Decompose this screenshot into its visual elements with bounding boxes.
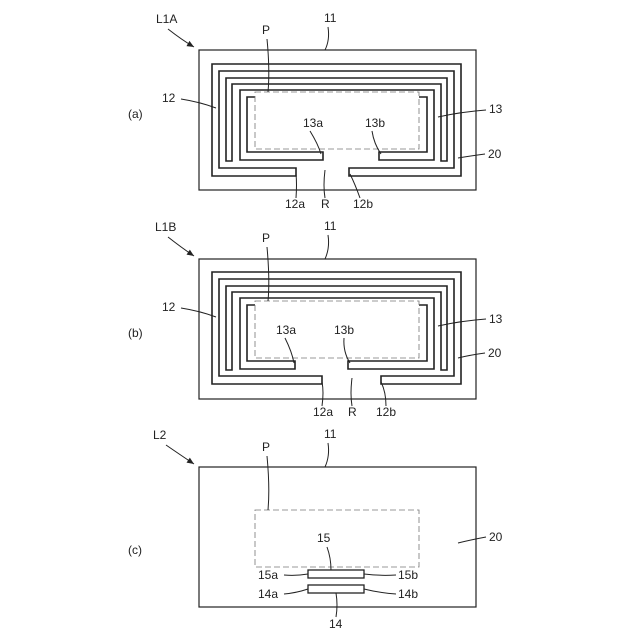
lead-11-c (325, 443, 329, 467)
portion-P-c (255, 510, 419, 567)
lead-12a-a (296, 174, 297, 198)
label-12-a: 12 (162, 91, 176, 105)
label-P-a: P (262, 23, 270, 37)
name-arrow-c (166, 445, 194, 464)
lead-20-c (458, 537, 486, 543)
label-11-a: 11 (324, 11, 337, 25)
panel-b: L1B 11 P 12 (b) 13 20 13a 13b 12a R 12b (128, 219, 503, 419)
label-20-b: 20 (488, 346, 502, 360)
portion-P-a (255, 92, 419, 149)
panel-label-b: (b) (128, 326, 143, 340)
lead-P-c (267, 456, 269, 510)
label-12a-a: 12a (285, 197, 305, 211)
lead-20-b (458, 353, 485, 358)
label-12-b: 12 (162, 300, 176, 314)
label-15: 15 (317, 531, 331, 545)
label-13b-b: 13b (334, 323, 354, 337)
panel-label-c: (c) (128, 543, 142, 557)
lead-14 (336, 593, 337, 617)
conductor-15 (308, 570, 364, 578)
name-arrow-b (168, 237, 194, 256)
label-13b-a: 13b (365, 116, 385, 130)
label-12b-b: 12b (376, 405, 396, 419)
name-label-c: L2 (153, 428, 167, 442)
lead-13-b (438, 319, 486, 326)
label-14b: 14b (398, 587, 418, 601)
label-R-a: R (321, 197, 330, 211)
label-20-c: 20 (489, 530, 503, 544)
label-12b-a: 12b (353, 197, 373, 211)
lead-14a (284, 589, 308, 594)
panel-c: L2 11 P (c) 20 15 15a 15b 14a 14b 14 (128, 427, 503, 631)
panel-a: L1A 11 P 12 (a) 13 20 13a 13b 12a R 12b (128, 11, 503, 211)
panel-label-a: (a) (128, 107, 143, 121)
lead-R-b (351, 378, 352, 406)
lead-15a (284, 574, 308, 575)
label-P-b: P (262, 231, 270, 245)
name-arrow-a (168, 29, 194, 47)
lead-14b (364, 589, 396, 594)
label-11-b: 11 (324, 219, 337, 233)
label-15b: 15b (398, 568, 418, 582)
label-20-a: 20 (488, 147, 502, 161)
lead-11-a (325, 27, 329, 50)
name-label-b: L1B (155, 220, 176, 234)
lead-15b (364, 574, 396, 575)
label-13a-b: 13a (276, 323, 296, 337)
label-11-c: 11 (324, 427, 337, 441)
lead-R-a (324, 170, 325, 198)
conductor-14 (308, 585, 364, 593)
lead-P-b (267, 247, 269, 301)
lead-12b-a (350, 174, 360, 198)
label-12a-b: 12a (313, 405, 333, 419)
lead-20-a (458, 154, 485, 158)
label-P-c: P (262, 440, 270, 454)
lead-12b-b (381, 382, 386, 406)
label-14a: 14a (258, 587, 278, 601)
label-R-b: R (348, 405, 357, 419)
lead-12a-b (322, 382, 323, 406)
lead-11-b (325, 235, 329, 259)
name-label-a: L1A (156, 12, 177, 26)
label-13a-a: 13a (303, 116, 323, 130)
label-14: 14 (329, 617, 343, 631)
lead-13-a (438, 110, 486, 117)
label-13-a: 13 (489, 102, 503, 116)
label-15a: 15a (258, 568, 278, 582)
label-13-b: 13 (489, 312, 503, 326)
